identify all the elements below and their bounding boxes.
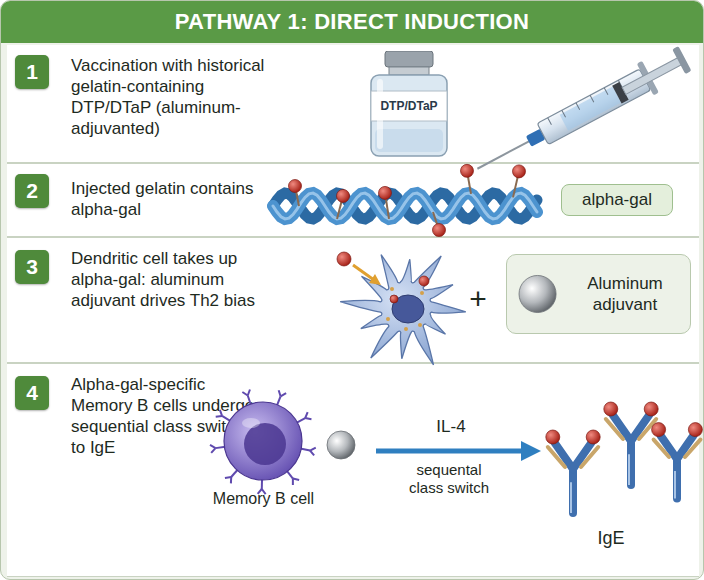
step-band: Dendritic cell takes up alpha-gal: alumi… — [7, 237, 699, 363]
step-number-badge: 4 — [15, 376, 49, 410]
title-bar: PATHWAY 1: DIRECT INDUCTION — [1, 1, 703, 43]
vial-glass — [371, 75, 447, 156]
step-description: Dendritic cell takes up alpha-gal: alumi… — [71, 248, 276, 311]
step-description: Alpha-gal-specific Memory B cells underg… — [71, 374, 271, 458]
vial-label: DTP/DTaP — [367, 99, 451, 113]
step-number-badge: 3 — [15, 250, 49, 284]
annotation-label: IL-4 — [421, 417, 481, 437]
step-number: 2 — [26, 179, 38, 203]
aluminum-particle — [519, 275, 556, 312]
step-band: Injected gelatin contains alpha-gal 2 alph… — [7, 163, 699, 237]
vial-highlight — [377, 79, 383, 149]
step-description: Injected gelatin contains alpha-gal — [71, 178, 256, 220]
annotation-label: Memory B cell — [186, 489, 341, 508]
adjuvant-label: Aluminum adjuvant — [565, 273, 685, 315]
title-text: PATHWAY 1: DIRECT INDUCTION — [175, 9, 529, 35]
vaccine-vial: DTP/DTaP — [367, 51, 451, 157]
vial-crimp — [389, 67, 429, 75]
step-number: 1 — [26, 60, 38, 84]
step-band: Vaccination with historical gelatin-cont… — [7, 45, 699, 163]
label-box: alpha-gal — [561, 184, 673, 216]
step-number-badge: 2 — [15, 174, 49, 208]
vial-liquid — [375, 129, 443, 152]
annotation-label: + — [463, 281, 493, 317]
adjuvant-sphere — [507, 255, 690, 333]
vial-cap — [385, 51, 433, 67]
step-description: Vaccination with historical gelatin-cont… — [71, 55, 286, 139]
molecule-label: alpha-gal — [582, 190, 652, 210]
adjuvant-box: Aluminum adjuvant — [506, 254, 691, 334]
step-number: 3 — [26, 255, 38, 279]
step-number: 4 — [26, 381, 38, 405]
annotation-label: IgE — [581, 527, 641, 549]
annotation-label: sequental class switch — [399, 461, 499, 497]
step-number-badge: 1 — [15, 55, 49, 89]
step-band: Alpha-gal-specific Memory B cells underg… — [7, 363, 699, 577]
